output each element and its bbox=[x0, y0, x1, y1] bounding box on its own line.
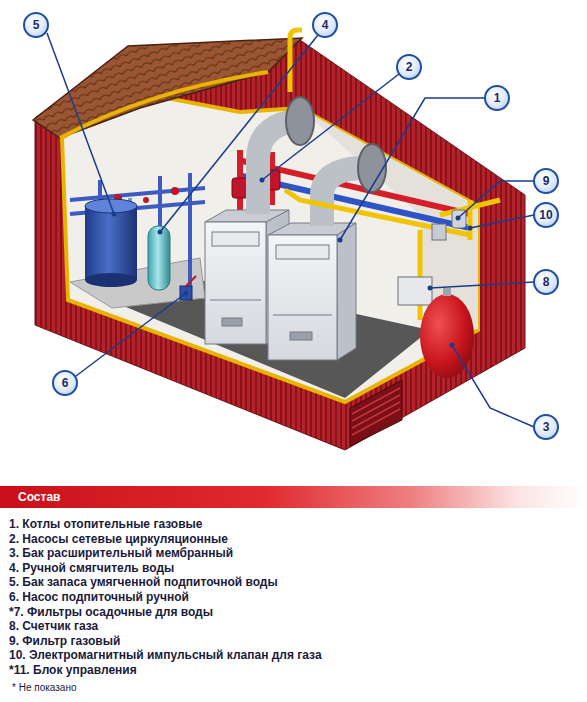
section-band: Состав bbox=[0, 486, 587, 508]
water-softener bbox=[148, 226, 170, 290]
parts-list-item: 5. Бак запаса умягченной подпиточной вод… bbox=[9, 575, 278, 589]
callout-number: 9 bbox=[533, 168, 559, 194]
parts-list-item: 1. Котлы отопительные газовые bbox=[9, 517, 203, 531]
callout-number: 2 bbox=[396, 54, 422, 80]
callout-text: 3 bbox=[543, 421, 550, 433]
callout-number: 4 bbox=[312, 12, 338, 38]
gas-meter bbox=[398, 277, 432, 305]
callout-text: 6 bbox=[62, 377, 69, 389]
gas-boiler bbox=[268, 223, 356, 360]
callout-text: 2 bbox=[406, 61, 413, 73]
parts-list-item: 8. Счетчик газа bbox=[9, 619, 98, 633]
ceiling-edge bbox=[60, 72, 268, 138]
footnote: * Не показано bbox=[12, 682, 76, 694]
leader-lines bbox=[47, 33, 534, 427]
parts-list-item: 3. Бак расширительный мембранный bbox=[9, 546, 233, 560]
makeup-water-tank-bottom bbox=[85, 273, 137, 287]
hand-pump-lever bbox=[186, 276, 196, 286]
parts-list-item: 2. Насосы сетевые циркуляционные bbox=[9, 532, 228, 546]
expansion-tank bbox=[420, 294, 474, 378]
callout-number: 10 bbox=[533, 202, 559, 228]
band-heading: Состав bbox=[18, 490, 60, 504]
parts-list-item: 6. Насос подпиточный ручной bbox=[9, 590, 189, 604]
callout-number: 5 bbox=[23, 12, 49, 38]
gas-pipes bbox=[285, 30, 500, 320]
callout-number: 8 bbox=[533, 269, 559, 295]
hand-pump bbox=[180, 286, 192, 300]
leader-dots bbox=[112, 178, 473, 348]
callout-text: 1 bbox=[494, 92, 501, 104]
vent-grille bbox=[350, 380, 402, 446]
gas-valve bbox=[432, 224, 446, 240]
callout-text: 4 bbox=[322, 19, 329, 31]
callout-number: 6 bbox=[52, 370, 78, 396]
callout-text: 8 bbox=[543, 276, 550, 288]
parts-list-item: 9. Фильтр газовый bbox=[9, 634, 120, 648]
callout-number: 1 bbox=[484, 85, 510, 111]
parts-list-item: *7. Фильтры осадочные для воды bbox=[9, 605, 213, 619]
parts-list-item: 4. Ручной смягчитель воды bbox=[9, 561, 174, 575]
callout-text: 9 bbox=[543, 175, 550, 187]
water-pipes bbox=[70, 173, 205, 295]
parts-list-item: *11. Блок управления bbox=[9, 663, 137, 677]
vent-slats bbox=[352, 388, 400, 435]
callout-number: 3 bbox=[533, 414, 559, 440]
flue-caps bbox=[286, 97, 386, 192]
expansion-tank-fitting bbox=[443, 288, 451, 296]
makeup-water-tank bbox=[85, 206, 137, 280]
interior-back-wall bbox=[62, 92, 478, 402]
parts-list-item: 10. Электромагнитный импульсный клапан д… bbox=[9, 648, 322, 662]
callout-text: 10 bbox=[539, 209, 552, 221]
callout-text: 5 bbox=[33, 19, 40, 31]
